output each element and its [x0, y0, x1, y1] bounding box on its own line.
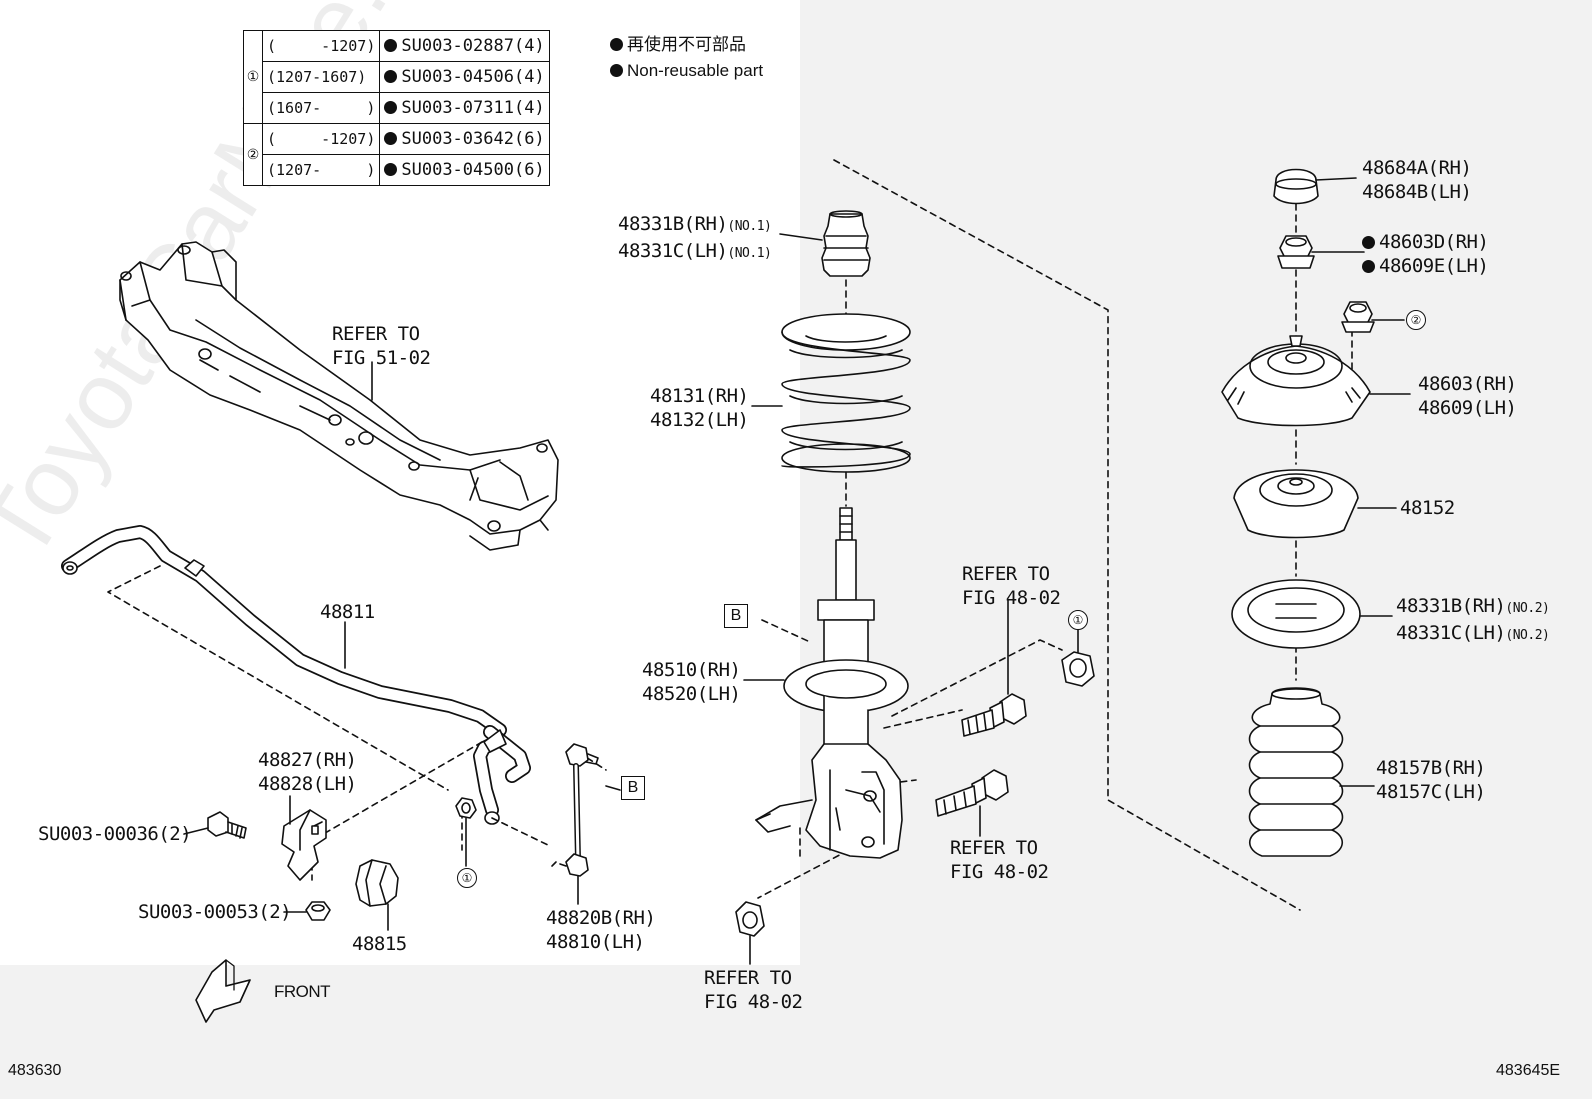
bellows-boot-drawing — [1248, 687, 1344, 857]
table-row: ② ( -1207) SU003-03642(6) — [243, 123, 550, 186]
leader-48331-no1 — [779, 233, 823, 241]
strut-bolt-lower-drawing — [935, 769, 1009, 817]
leader-su00036 — [183, 827, 209, 835]
stabilizer-bracket-drawing — [281, 809, 327, 881]
part-48684-label: 48684A(RH)48684B(LH) — [1362, 157, 1472, 203]
illustration-code-right: 483645E — [1496, 1062, 1561, 1079]
table-row: (1207-1607) SU003-04506(4) — [244, 61, 550, 93]
part-48331-no1-label: 48331B(RH)(NO.1)48331C(LH)(NO.1) — [618, 213, 772, 262]
leader-48684 — [1315, 177, 1357, 181]
date-range-cell: ( -1207) — [261, 123, 381, 155]
part-48331-no2-label: 48331B(RH)(NO.2)48331C(LH)(NO.2) — [1396, 595, 1550, 644]
nut-1-drawing — [455, 797, 477, 819]
suspension-crossmember-drawing — [119, 241, 559, 551]
part-number-cell: SU003-02887(4) — [379, 30, 550, 62]
group-2-cell: ② — [243, 123, 263, 186]
shock-absorber-drawing — [755, 507, 909, 859]
stabilizer-link-drawing — [551, 743, 599, 877]
date-range-cell: (1207-1607) — [261, 61, 381, 93]
legend-japanese: 再使用不可部品 — [610, 32, 763, 58]
part-number-cell: SU003-03642(6) — [379, 123, 550, 155]
part-su003-00053-label: SU003-00053(2) — [138, 901, 292, 923]
part-number-cell: SU003-07311(4) — [379, 92, 550, 124]
stabilizer-bushing-drawing — [355, 859, 399, 907]
strut-nut-bottom-drawing — [735, 901, 765, 937]
part-48820b-label: 48820B(RH)48810(LH) — [546, 907, 656, 953]
table-row: ① ( -1207) SU003-02887(4) — [243, 30, 550, 124]
table-row: (1607- ) SU003-07311(4) — [244, 92, 550, 124]
non-reusable-dot-icon — [384, 163, 398, 176]
front-arrow-detail — [225, 959, 251, 1003]
box-label-b-link: B — [621, 776, 645, 800]
non-reusable-dot-icon — [384, 132, 398, 145]
strut-bolt-upper-drawing — [961, 693, 1027, 737]
part-48603d-label: 48603D(RH)48609E(LH) — [1362, 230, 1489, 278]
front-label: FRONT — [274, 982, 331, 1001]
illustration-code-left: 483630 — [8, 1062, 62, 1079]
callout-1-left: ① — [457, 868, 477, 888]
cap-48684-drawing — [1273, 168, 1319, 205]
date-range-cell: (1607- ) — [261, 92, 381, 124]
table-row: (1207- ) SU003-04500(6) — [244, 154, 550, 186]
part-number-cell: SU003-04506(4) — [379, 61, 550, 93]
nut-su003-00053-drawing — [305, 901, 331, 921]
part-48157-label: 48157B(RH)48157C(LH) — [1376, 757, 1486, 803]
stabilizer-bar-drawing — [61, 525, 531, 825]
front-arrow-icon — [195, 959, 251, 1023]
non-reusable-dot-icon — [384, 101, 398, 114]
spring-seat-48152-drawing — [1233, 469, 1359, 539]
nut-48603d-drawing — [1277, 235, 1315, 269]
group-1-cell: ① — [243, 30, 263, 124]
legend-english: Non-reusable part — [610, 58, 763, 84]
part-number-cell: SU003-04500(6) — [379, 154, 550, 186]
bolt-su003-00036-drawing — [207, 811, 247, 839]
part-48827-label: 48827(RH)48828(LH) — [258, 749, 357, 795]
bump-stopper-no1-drawing — [821, 210, 871, 277]
callout-1-right: ① — [1068, 610, 1088, 630]
bump-stopper-no2-drawing — [1231, 579, 1361, 649]
non-reusable-dot-icon — [384, 70, 398, 83]
date-range-cell: (1207- ) — [261, 154, 381, 186]
part-48603-label: 48603(RH)48609(LH) — [1418, 373, 1517, 419]
non-reusable-dot-icon — [610, 38, 623, 51]
part-su003-00036-label: SU003-00036(2) — [38, 823, 192, 845]
nut-2-drawing — [1341, 301, 1375, 333]
legend: 再使用不可部品 Non-reusable part — [610, 32, 763, 84]
date-range-cell: ( -1207) — [261, 30, 381, 62]
suspension-support-drawing — [1221, 335, 1371, 427]
non-reusable-dot-icon — [610, 64, 623, 77]
part-48815-label: 48815 — [352, 933, 407, 955]
part-48131-label: 48131(RH)48132(LH) — [650, 385, 749, 431]
non-reusable-dot-icon — [1362, 236, 1375, 249]
assembly-guide-lines — [107, 159, 1353, 911]
non-reusable-dot-icon — [384, 39, 398, 52]
coil-spring-drawing — [781, 313, 911, 473]
strut-nut-1-drawing — [1061, 651, 1095, 687]
callout-2: ② — [1406, 310, 1426, 330]
non-reusable-parts-table: ① ( -1207) SU003-02887(4) (1207-1607) SU… — [243, 30, 550, 186]
part-48510-label: 48510(RH)48520(LH) — [642, 659, 741, 705]
part-48152-label: 48152 — [1400, 497, 1455, 519]
part-48811-label: 48811 — [320, 601, 375, 623]
leader-box-b-link — [605, 785, 621, 791]
box-label-b-strut: B — [724, 604, 748, 628]
non-reusable-dot-icon — [1362, 260, 1375, 273]
